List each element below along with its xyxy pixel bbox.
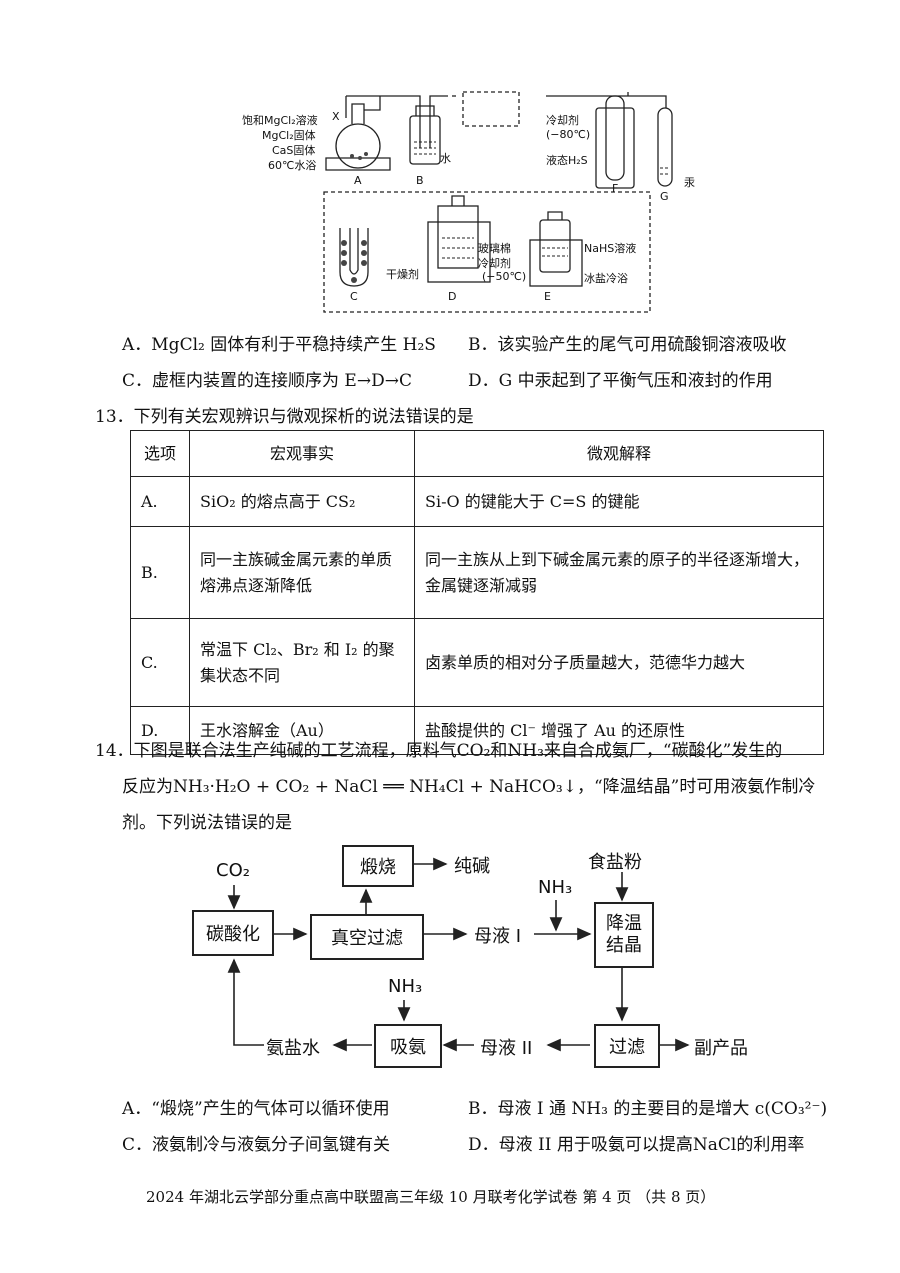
row-option: A. — [130, 476, 190, 527]
flow-co2-label: CO₂ — [216, 860, 250, 881]
label-ice-salt-bath: 冰盐冷浴 — [584, 272, 628, 285]
flow-salt-powder: 食盐粉 — [588, 852, 642, 873]
flow-cool-crystallize-box: 降温 结晶 — [594, 902, 654, 968]
label-mercury: 汞 — [684, 176, 695, 189]
label-b: B — [416, 174, 424, 187]
flow-absorb-label: 吸氨 — [390, 1037, 426, 1058]
table-header-explanation: 微观解释 — [414, 430, 824, 477]
flow-calcination-label: 煅烧 — [360, 857, 396, 878]
label-nahs-solution: NaHS溶液 — [584, 242, 637, 255]
flow-nh3-top: NH₃ — [538, 877, 573, 898]
page-footer: 2024 年湖北云学部分重点高中联盟高三年级 10 月联考化学试卷 第 4 页 … — [146, 1188, 716, 1206]
flow-cool-label: 降温 — [606, 913, 642, 934]
label-drying-agent: 干燥剂 — [386, 268, 419, 281]
label-a: A — [354, 174, 362, 187]
flow-byproduct: 副产品 — [694, 1038, 748, 1059]
row-option: C. — [130, 618, 190, 707]
q12-option-d: D．G 中汞起到了平衡气压和液封的作用 — [468, 371, 773, 391]
flow-mother-liquor-1: 母液 I — [474, 926, 522, 947]
q12-option-b: B．该实验产生的尾气可用硫酸铜溶液吸收 — [468, 335, 787, 355]
q12-option-c: C．虚框内装置的连接顺序为 E→D→C — [122, 371, 412, 391]
label-mgcl2-solid: MgCl₂固体 — [262, 129, 316, 142]
flow-crystallize-label: 结晶 — [606, 935, 642, 956]
label-f: F — [612, 182, 619, 195]
label-coolant-f-temp: (−80℃) — [546, 128, 591, 141]
label-c: C — [350, 290, 358, 303]
label-saturated-mgcl2: 饱和MgCl₂溶液 — [242, 114, 318, 127]
flow-filter-box: 过滤 — [594, 1024, 660, 1068]
row-fact: 王水溶解金（Au） — [189, 706, 415, 755]
row-fact: 常温下 Cl₂、Br₂ 和 I₂ 的聚集状态不同 — [189, 618, 415, 707]
label-x: X — [332, 110, 340, 123]
table-row: A. SiO₂ 的熔点高于 CS₂ Si-O 的键能大于 C=S 的键能 — [130, 476, 824, 527]
label-water: 水 — [440, 152, 451, 165]
flow-mother-liquor-2: 母液 II — [480, 1038, 533, 1059]
flow-soda-label: 纯碱 — [454, 856, 490, 877]
apparatus-diagram — [323, 91, 673, 313]
flow-absorb-box: 吸氨 — [374, 1024, 442, 1068]
q14-option-d: D．母液 II 用于吸氨可以提高NaCl的利用率 — [468, 1135, 805, 1155]
flow-nh3-mid: NH₃ — [388, 976, 423, 997]
q14-line-1: 14．下图是联合法生产纯碱的工艺流程，原料气CO₂和NH₃来自合成氨厂，“碳酸化… — [95, 741, 783, 761]
flow-carbonation-label: 碳酸化 — [206, 924, 260, 945]
table-row: D. 王水溶解金（Au） 盐酸提供的 Cl⁻ 增强了 Au 的还原性 — [130, 706, 824, 755]
label-e: E — [544, 290, 551, 303]
q12-option-a: A．MgCl₂ 固体有利于平稳持续产生 H₂S — [122, 335, 436, 355]
table-row: C. 常温下 Cl₂、Br₂ 和 I₂ 的聚集状态不同 卤素单质的相对分子质量越… — [130, 618, 824, 707]
label-g: G — [660, 190, 669, 203]
table-row: B. 同一主族碱金属元素的单质熔沸点逐渐降低 同一主族从上到下碱金属元素的原子的… — [130, 526, 824, 619]
label-liquid-h2s: 液态H₂S — [546, 154, 588, 167]
q14-option-a: A．“煅烧”产生的气体可以循环使用 — [122, 1099, 390, 1119]
row-explanation: 卤素单质的相对分子质量越大，范德华力越大 — [414, 618, 824, 707]
row-option: D. — [130, 706, 190, 755]
label-glass-wool: 玻璃棉 — [478, 242, 511, 255]
row-fact: SiO₂ 的熔点高于 CS₂ — [189, 476, 415, 527]
q13-stem: 13．下列有关宏观辨识与微观探析的说法错误的是 — [95, 407, 474, 427]
flow-vacuum-filter-box: 真空过滤 — [310, 914, 424, 960]
label-cas-solid: CaS固体 — [272, 144, 316, 157]
label-water-bath: 60℃水浴 — [268, 159, 317, 172]
flow-calcination-box: 煅烧 — [342, 845, 414, 887]
flow-filter-label: 过滤 — [609, 1037, 645, 1058]
q14-line-3: 剂。下列说法错误的是 — [122, 813, 292, 833]
flow-carbonation-box: 碳酸化 — [192, 910, 274, 956]
row-fact: 同一主族碱金属元素的单质熔沸点逐渐降低 — [189, 526, 415, 619]
label-coolant-d-temp: (−50℃) — [482, 270, 527, 283]
row-explanation: Si-O 的键能大于 C=S 的键能 — [414, 476, 824, 527]
q14-line-2: 反应为NH₃·H₂O + CO₂ + NaCl ══ NH₄Cl + NaHCO… — [122, 777, 816, 797]
row-explanation: 同一主族从上到下碱金属元素的原子的半径逐渐增大，金属键逐渐减弱 — [414, 526, 824, 619]
label-coolant-d: 冷却剂 — [478, 257, 511, 270]
q14-option-c: C．液氨制冷与液氨分子间氢键有关 — [122, 1135, 391, 1155]
q13-table: 选项 宏观事实 微观解释 A. SiO₂ 的熔点高于 CS₂ Si-O 的键能大… — [130, 430, 824, 755]
flow-ammonia-brine: 氨盐水 — [266, 1038, 320, 1059]
q14-option-b: B．母液 I 通 NH₃ 的主要目的是增大 c(CO₃²⁻) — [468, 1099, 828, 1119]
row-explanation: 盐酸提供的 Cl⁻ 增强了 Au 的还原性 — [414, 706, 824, 755]
label-coolant-f: 冷却剂 — [546, 114, 579, 127]
flow-vacuum-filter-label: 真空过滤 — [331, 928, 403, 949]
label-d: D — [448, 290, 457, 303]
